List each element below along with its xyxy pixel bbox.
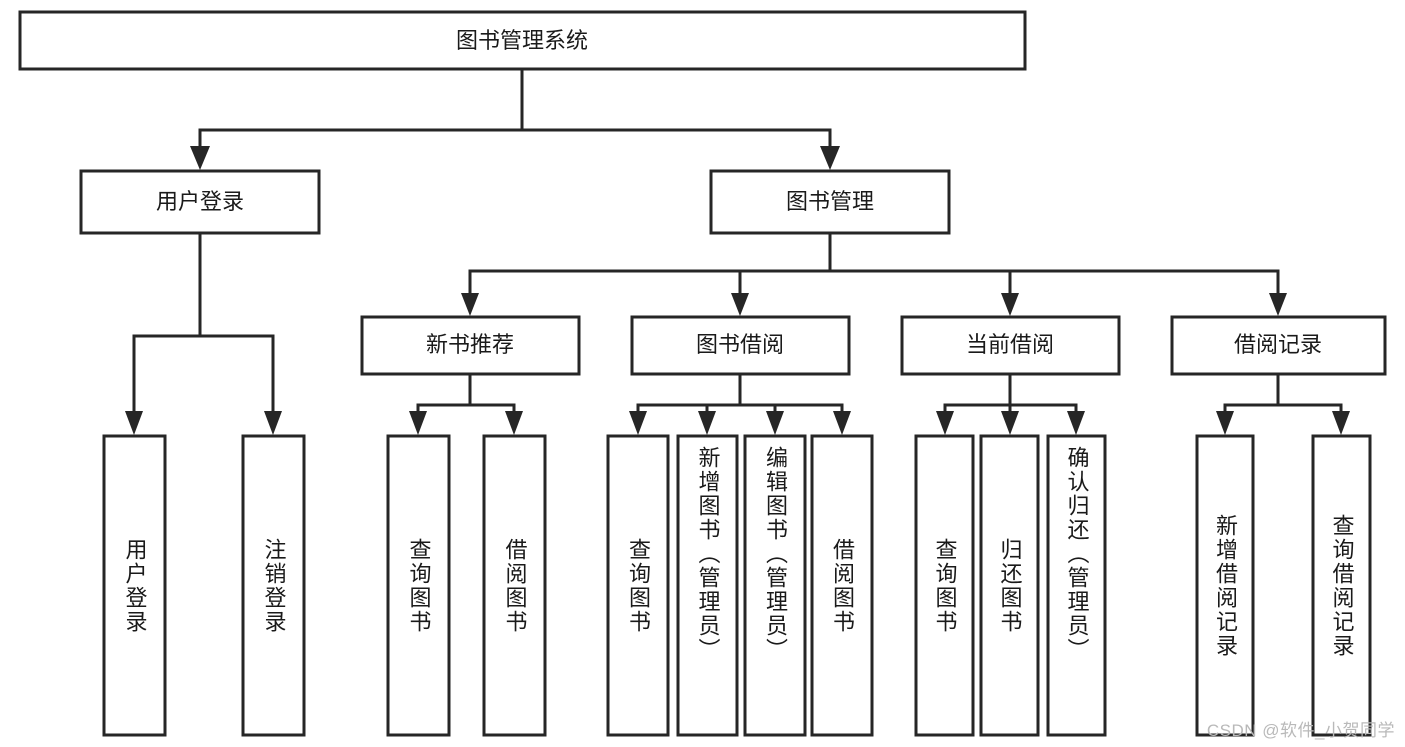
arrow-head-leaf-query-book-1	[409, 411, 427, 435]
connector-group-new-book-recommend	[409, 372, 523, 435]
leaf-edit-book-rect[interactable]	[743, 434, 807, 737]
leaf-add-record-rect[interactable]	[1195, 434, 1255, 737]
leaf-query-book-1[interactable]: 查询图书	[388, 436, 449, 735]
leaf-edit-book-label: 编辑图书（管理员）	[763, 446, 788, 662]
node-user-login-rect[interactable]	[79, 169, 321, 235]
arrow-head-leaf-user-login	[125, 411, 143, 435]
node-new-book-recommend-label: 新书推荐	[426, 332, 514, 357]
leaf-query-book-1-label: 查询图书	[406, 537, 432, 634]
leaf-add-book-label: 新增图书（管理员）	[695, 446, 721, 662]
arrow-head-leaf-add-record	[1216, 411, 1234, 435]
leaf-borrow-book-2-label: 借阅图书	[830, 537, 855, 634]
leaf-user-login[interactable]: 用户登录	[104, 436, 165, 735]
leaf-query-book-2-label: 查询图书	[626, 537, 651, 634]
arrow-head-leaf-confirm-return	[1067, 411, 1085, 435]
leaf-confirm-return[interactable]: 确认归还（管理员）	[1048, 436, 1105, 735]
leaf-query-record-label: 查询借阅记录	[1329, 513, 1355, 658]
node-book-manage-rect[interactable]	[709, 169, 951, 235]
arrow-head-leaf-add-book	[698, 411, 716, 435]
leaf-add-book[interactable]: 新增图书（管理员）	[678, 436, 737, 735]
arrow-head-leaf-borrow-book-1	[505, 411, 523, 435]
leaf-add-record-label: 新增借阅记录	[1213, 513, 1238, 658]
leaf-logout-login-rect[interactable]	[241, 434, 306, 737]
node-borrow-record-rect[interactable]	[1170, 315, 1387, 376]
leaf-rect-group	[102, 434, 1372, 737]
leaf-query-book-2-rect[interactable]	[606, 434, 670, 737]
leaf-borrow-book-1-rect[interactable]	[482, 434, 547, 737]
node-book-borrow[interactable]: 图书借阅	[630, 315, 851, 376]
leaf-query-record[interactable]: 查询借阅记录	[1313, 436, 1370, 735]
node-borrow-record[interactable]: 借阅记录	[1170, 315, 1387, 376]
connector-group-current-borrow	[936, 372, 1085, 435]
leaf-borrow-book-1[interactable]: 借阅图书	[484, 436, 545, 735]
leaf-return-book-rect[interactable]	[979, 434, 1040, 737]
arrow-head-leaf-query-record	[1332, 411, 1350, 435]
arrow-head-user-login	[190, 146, 210, 170]
node-root[interactable]: 图书管理系统	[18, 10, 1027, 71]
connector-group-borrow-record	[1216, 372, 1350, 435]
leaf-add-book-rect[interactable]	[676, 434, 739, 737]
node-borrow-record-label: 借阅记录	[1234, 332, 1322, 357]
connector-group-root-to-level2	[190, 67, 840, 170]
leaf-add-record[interactable]: 新增借阅记录	[1197, 436, 1253, 735]
leaf-confirm-return-rect[interactable]	[1046, 434, 1107, 737]
csdn-watermark: CSDN @软件_小贺同学	[1206, 721, 1395, 740]
connector-group-book-borrow	[629, 372, 851, 435]
node-user-login[interactable]: 用户登录	[79, 169, 321, 235]
node-current-borrow-rect[interactable]	[900, 315, 1121, 376]
arrow-head-book-manage	[820, 146, 840, 170]
arrow-head-leaf-borrow-book-2	[833, 411, 851, 435]
node-new-book-recommend[interactable]: 新书推荐	[360, 315, 581, 376]
arrow-head-current-borrow	[1001, 293, 1019, 316]
arrow-head-book-borrow	[731, 293, 749, 316]
leaf-query-book-3-label: 查询图书	[932, 537, 958, 634]
arrow-head-new-book-recommend	[461, 293, 479, 316]
connector-group-book-manage	[461, 231, 1287, 316]
leaf-query-record-rect[interactable]	[1311, 434, 1372, 737]
node-current-borrow-label: 当前借阅	[966, 332, 1054, 357]
leaf-logout-login[interactable]: 注销登录	[243, 436, 304, 735]
node-root-rect[interactable]	[18, 10, 1027, 71]
leaf-borrow-book-1-label: 借阅图书	[502, 537, 528, 634]
leaf-return-book[interactable]: 归还图书	[981, 436, 1038, 735]
arrow-head-borrow-record	[1269, 293, 1287, 316]
node-book-manage-label: 图书管理	[786, 189, 874, 214]
node-book-borrow-rect[interactable]	[630, 315, 851, 376]
node-user-login-label: 用户登录	[156, 189, 244, 214]
leaf-return-book-label: 归还图书	[997, 537, 1023, 634]
leaf-confirm-return-label: 确认归还（管理员）	[1064, 446, 1090, 662]
node-root-label: 图书管理系统	[456, 28, 588, 53]
leaf-user-login-label: 用户登录	[122, 537, 148, 634]
node-book-borrow-label: 图书借阅	[696, 332, 784, 357]
arrow-head-leaf-return-book	[1001, 411, 1019, 435]
leaf-query-book-3[interactable]: 查询图书	[916, 436, 973, 735]
node-book-manage[interactable]: 图书管理	[709, 169, 951, 235]
leaf-borrow-book-2-rect[interactable]	[810, 434, 874, 737]
leaf-user-login-rect[interactable]	[102, 434, 167, 737]
leaf-query-book-3-rect[interactable]	[914, 434, 975, 737]
leaf-logout-login-label: 注销登录	[261, 537, 287, 634]
node-current-borrow[interactable]: 当前借阅	[900, 315, 1121, 376]
arrow-head-leaf-query-book-2	[629, 411, 647, 435]
leaf-query-book-1-rect[interactable]	[386, 434, 451, 737]
node-new-book-recommend-rect[interactable]	[360, 315, 581, 376]
arrow-head-leaf-query-book-3	[936, 411, 954, 435]
leaf-edit-book[interactable]: 编辑图书（管理员）	[745, 436, 805, 735]
leaf-borrow-book-2[interactable]: 借阅图书	[812, 436, 872, 735]
arrow-head-leaf-logout-login	[264, 411, 282, 435]
connector-group-user-login	[125, 231, 282, 435]
arrow-head-leaf-edit-book	[766, 411, 784, 435]
leaf-query-book-2[interactable]: 查询图书	[608, 436, 668, 735]
